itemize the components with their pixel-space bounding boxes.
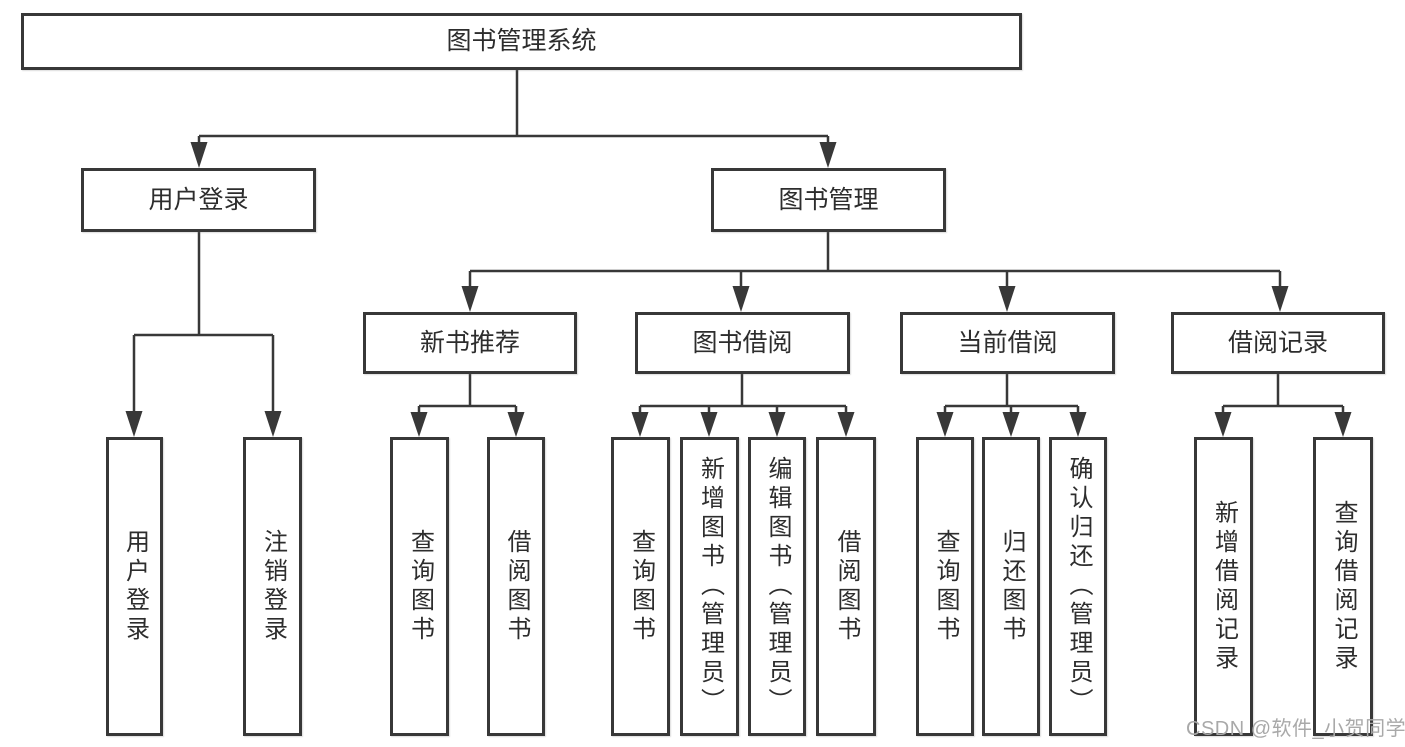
leaf-confirm-return-admin-label: 确认归还（管理员） xyxy=(1065,456,1092,717)
leaf-add-borrow-record-label: 新增借阅记录 xyxy=(1210,499,1238,674)
leaf-add-book-admin: 新增图书（管理员） xyxy=(680,437,739,736)
node-book-management: 图书管理 xyxy=(711,168,946,232)
leaf-borrow-books-recommend-label: 借阅图书 xyxy=(503,528,530,645)
connector-new-book-children xyxy=(410,374,525,437)
node-book-borrow-label: 图书借阅 xyxy=(692,328,793,357)
connector-book-mgmt-children xyxy=(461,232,1289,312)
leaf-edit-book-admin-label: 编辑图书（管理员） xyxy=(764,456,791,717)
node-user-login-label: 用户登录 xyxy=(148,185,249,214)
node-borrow-records: 借阅记录 xyxy=(1171,312,1385,374)
leaf-borrow-books-2: 借阅图书 xyxy=(816,437,876,736)
watermark-text: CSDN @软件_小贺同学 xyxy=(1186,718,1405,740)
leaf-confirm-return-admin: 确认归还（管理员） xyxy=(1049,437,1107,736)
leaf-borrow-books-recommend: 借阅图书 xyxy=(487,437,545,736)
leaf-add-borrow-record: 新增借阅记录 xyxy=(1194,437,1253,736)
node-root-label: 图书管理系统 xyxy=(446,27,597,55)
leaf-add-book-admin-label: 新增图书（管理员） xyxy=(696,456,724,717)
connector-book-borrow-children xyxy=(631,374,855,437)
leaf-query-books-current-label: 查询图书 xyxy=(932,528,959,645)
node-new-book-recommend-label: 新书推荐 xyxy=(419,328,520,357)
leaf-borrow-books-2-label: 借阅图书 xyxy=(833,528,860,645)
connector-user-login-children xyxy=(125,232,282,437)
node-user-login: 用户登录 xyxy=(81,168,316,232)
leaf-logout-label: 注销登录 xyxy=(259,528,287,645)
leaf-user-login: 用户登录 xyxy=(106,437,163,736)
node-book-borrow: 图书借阅 xyxy=(635,312,850,374)
leaf-logout: 注销登录 xyxy=(243,437,302,736)
leaf-query-books-borrow-label: 查询图书 xyxy=(627,528,655,645)
leaf-return-book: 归还图书 xyxy=(982,437,1040,736)
leaf-query-books-current: 查询图书 xyxy=(916,437,974,736)
leaf-user-login-label: 用户登录 xyxy=(121,528,149,645)
leaf-edit-book-admin: 编辑图书（管理员） xyxy=(748,437,806,736)
node-root: 图书管理系统 xyxy=(21,13,1022,70)
leaf-return-book-label: 归还图书 xyxy=(998,528,1025,645)
connector-root-to-level2 xyxy=(190,70,837,168)
leaf-query-books-recommend-label: 查询图书 xyxy=(406,528,434,645)
node-current-borrow-label: 当前借阅 xyxy=(957,328,1058,357)
leaf-query-books-borrow: 查询图书 xyxy=(611,437,670,736)
node-borrow-records-label: 借阅记录 xyxy=(1227,328,1328,357)
node-book-management-label: 图书管理 xyxy=(778,185,879,214)
leaf-query-books-recommend: 查询图书 xyxy=(390,437,449,736)
connector-borrow-records-children xyxy=(1214,374,1352,437)
connector-current-borrow-children xyxy=(936,374,1087,437)
node-new-book-recommend: 新书推荐 xyxy=(363,312,577,374)
leaf-query-borrow-record-label: 查询借阅记录 xyxy=(1330,499,1357,674)
leaf-query-borrow-record: 查询借阅记录 xyxy=(1313,437,1373,736)
node-current-borrow: 当前借阅 xyxy=(900,312,1115,374)
